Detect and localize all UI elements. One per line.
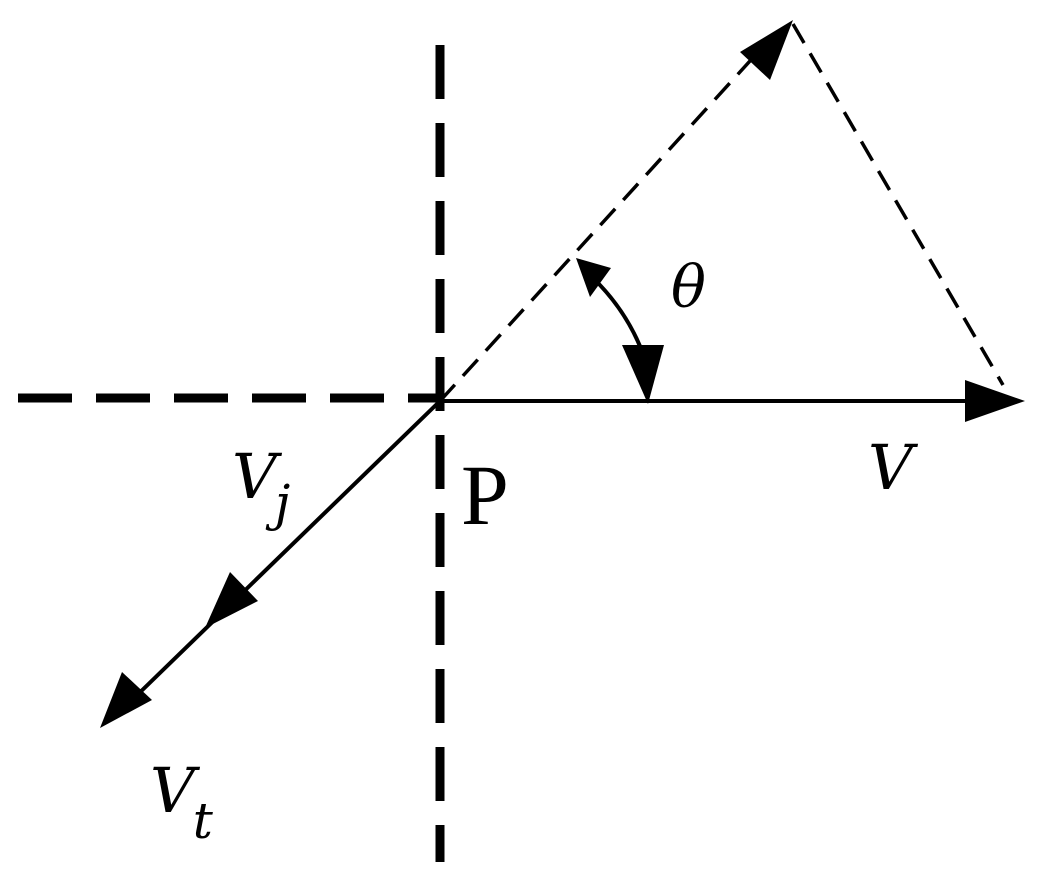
vector-vt-base: V [150,754,195,827]
vector-vt-line [128,399,442,704]
vector-vj-base: V [232,440,277,513]
vector-v-label: V [868,431,913,504]
vector-vj-label: Vj [232,446,292,529]
vector-v-arrowhead [965,380,1025,422]
angle-arc-arrowhead-upper [576,258,611,297]
vector-vj-subscript: j [274,474,291,532]
point-p-label: P [461,447,509,543]
vector-vj-arrowhead [205,572,258,628]
dashed-vector-arrowhead [740,20,793,80]
vector-vt-subscript: t [192,792,213,850]
angle-arc-arrowhead-lower [622,345,664,404]
angle-theta-label: θ [671,253,706,321]
triangle-closing-dashed [791,23,1005,386]
vector-vt-label: Vt [150,760,215,847]
dashed-vector-line [438,48,762,403]
vector-vt-arrowhead [100,672,152,728]
